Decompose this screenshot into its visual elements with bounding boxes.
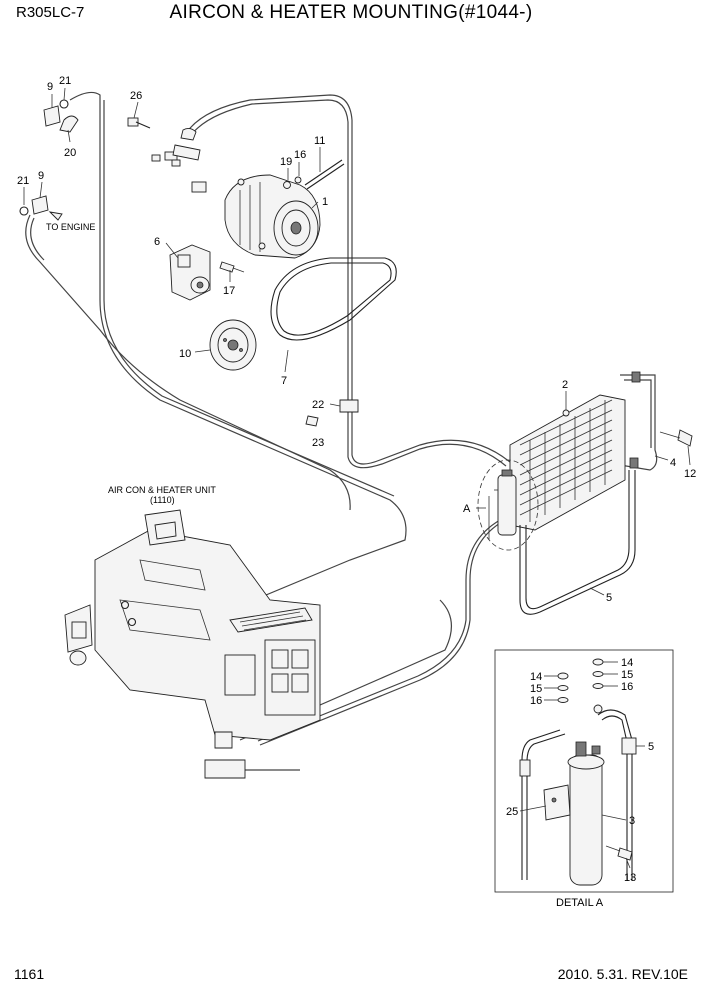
- idler-bracket: [169, 244, 245, 301]
- revision-date: 2010. 5.31. REV.10E: [557, 966, 688, 982]
- callout-12: 12: [684, 468, 696, 480]
- callout-5a: 5: [606, 592, 612, 604]
- callout-10: 10: [179, 348, 191, 360]
- callouts: 21 9 20 26 21 9 11 19 16 1 6 17 10 7 22 …: [17, 75, 696, 884]
- clamp: [305, 399, 359, 427]
- callout-4: 4: [670, 457, 676, 469]
- callout-16a: 16: [294, 149, 306, 161]
- model-code: R305LC-7: [16, 4, 85, 21]
- to-engine-label: TO ENGINE: [46, 222, 95, 232]
- leader-lines: [23, 87, 691, 869]
- unit-label: AIR CON & HEATER UNIT: [108, 485, 216, 495]
- detail-ref-label: A: [463, 503, 471, 515]
- page-title: AIRCON & HEATER MOUNTING(#1044-): [169, 2, 533, 23]
- v-belt: [270, 257, 397, 341]
- callout-17: 17: [223, 285, 235, 297]
- callout-11: 11: [314, 135, 325, 147]
- compressor: [164, 127, 321, 259]
- callout-15a: 15: [530, 683, 542, 695]
- callout-20: 20: [64, 147, 76, 159]
- callout-9a: 9: [47, 81, 53, 93]
- detail-a-box: [494, 649, 674, 893]
- callout-16b: 16: [530, 695, 542, 707]
- callout-1: 1: [322, 196, 328, 208]
- callout-3: 3: [629, 815, 635, 827]
- page-number: 1161: [14, 966, 45, 982]
- left-fittings: [19, 99, 79, 221]
- callout-26: 26: [130, 90, 142, 102]
- callout-7: 7: [281, 375, 287, 387]
- unit-ref-label: (1110): [150, 495, 175, 505]
- detail-title: DETAIL A: [556, 897, 604, 909]
- callout-14a: 14: [530, 671, 542, 683]
- callout-5b: 5: [648, 741, 654, 753]
- callout-16c: 16: [621, 681, 633, 693]
- callout-19: 19: [280, 156, 292, 168]
- callout-22: 22: [312, 399, 324, 411]
- callout-13: 13: [624, 872, 636, 884]
- callout-9b: 9: [38, 170, 44, 182]
- callout-25: 25: [506, 806, 518, 818]
- aircon-heater-unit: [64, 509, 321, 779]
- bolt-assembly: [127, 117, 345, 190]
- callout-23: 23: [312, 437, 324, 449]
- callout-15b: 15: [621, 669, 633, 681]
- callout-6: 6: [154, 236, 160, 248]
- callout-21b: 21: [17, 175, 29, 187]
- callout-21a: 21: [59, 75, 71, 87]
- receiver-drier: [477, 459, 539, 551]
- callout-14b: 14: [621, 657, 633, 669]
- hose-lines: [25, 91, 658, 771]
- callout-2: 2: [562, 379, 568, 391]
- pulley: [209, 319, 257, 371]
